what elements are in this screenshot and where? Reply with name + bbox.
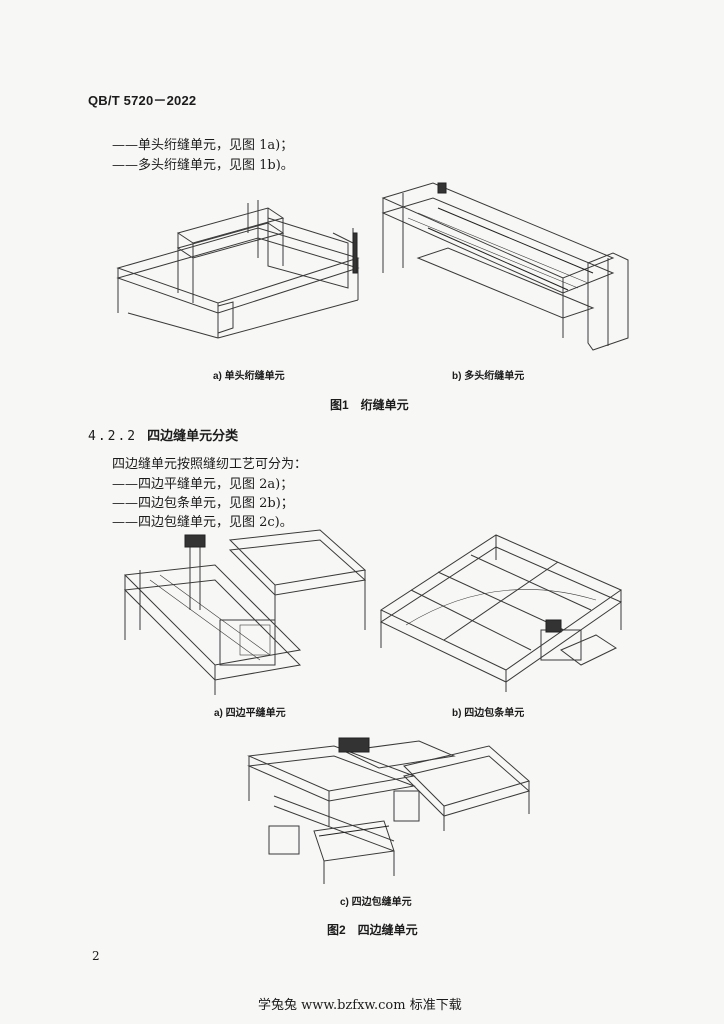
figure-2-title: 图2 四边缝单元 xyxy=(327,923,418,937)
figure-2a-drawing xyxy=(123,529,367,695)
list2-item-1: ——四边平缝单元，见图 2a)； xyxy=(112,477,294,492)
figure-1b-drawing xyxy=(381,182,629,351)
figure-2c-drawing xyxy=(247,737,531,884)
figure-2b-drawing xyxy=(379,534,623,692)
standard-code-header: QB/T 5720－2022 xyxy=(88,93,197,108)
paragraph-text: 四边缝单元按照缝纫工艺可分为： xyxy=(112,457,308,472)
figure-1-title: 图1 绗缝单元 xyxy=(330,398,409,412)
list1-item-1: ——单头绗缝单元，见图 1a)； xyxy=(112,138,294,153)
figure-1a-caption: a) 单头绗缝单元 xyxy=(213,371,285,382)
section-title: 四边缝单元分类 xyxy=(147,429,239,444)
list1-item-2: ——多头绗缝单元，见图 1b)。 xyxy=(112,158,294,173)
figure-2c-caption: c) 四边包缝单元 xyxy=(340,897,412,908)
figure-2a-caption: a) 四边平缝单元 xyxy=(214,708,286,719)
figure-1b-caption: b) 多头绗缝单元 xyxy=(452,371,525,382)
footer-watermark[interactable]: 学兔兔 www.bzfxw.com 标准下载 xyxy=(258,998,462,1013)
figure-1a-drawing xyxy=(116,200,360,339)
section-number: 4.2.2 xyxy=(88,429,138,444)
list2-item-3: ——四边包缝单元，见图 2c)。 xyxy=(112,515,293,530)
list2-item-2: ——四边包条单元，见图 2b)； xyxy=(112,496,294,511)
page-number: 2 xyxy=(92,949,100,963)
figure-2b-caption: b) 四边包条单元 xyxy=(452,708,525,719)
section-heading: 4.2.2 四边缝单元分类 xyxy=(88,425,238,444)
